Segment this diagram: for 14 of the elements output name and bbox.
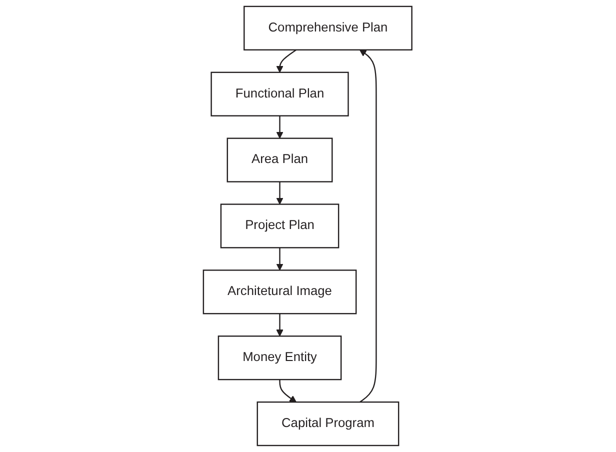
arrow — [280, 380, 297, 402]
arrow — [276, 182, 284, 205]
node-box: Money Entity — [218, 336, 342, 380]
node-box: Capital Program — [257, 402, 400, 446]
node-box: Architetural Image — [203, 270, 358, 314]
node-box: Functional Plan — [211, 72, 350, 116]
arrow — [276, 314, 284, 336]
node-box: Area Plan — [227, 138, 334, 182]
arrow — [276, 49, 297, 73]
arrow — [276, 248, 284, 271]
node-box: Project Plan — [220, 204, 340, 248]
arrow — [276, 116, 284, 139]
node-box: Comprehensive Plan — [244, 6, 413, 50]
arrow — [360, 50, 378, 403]
